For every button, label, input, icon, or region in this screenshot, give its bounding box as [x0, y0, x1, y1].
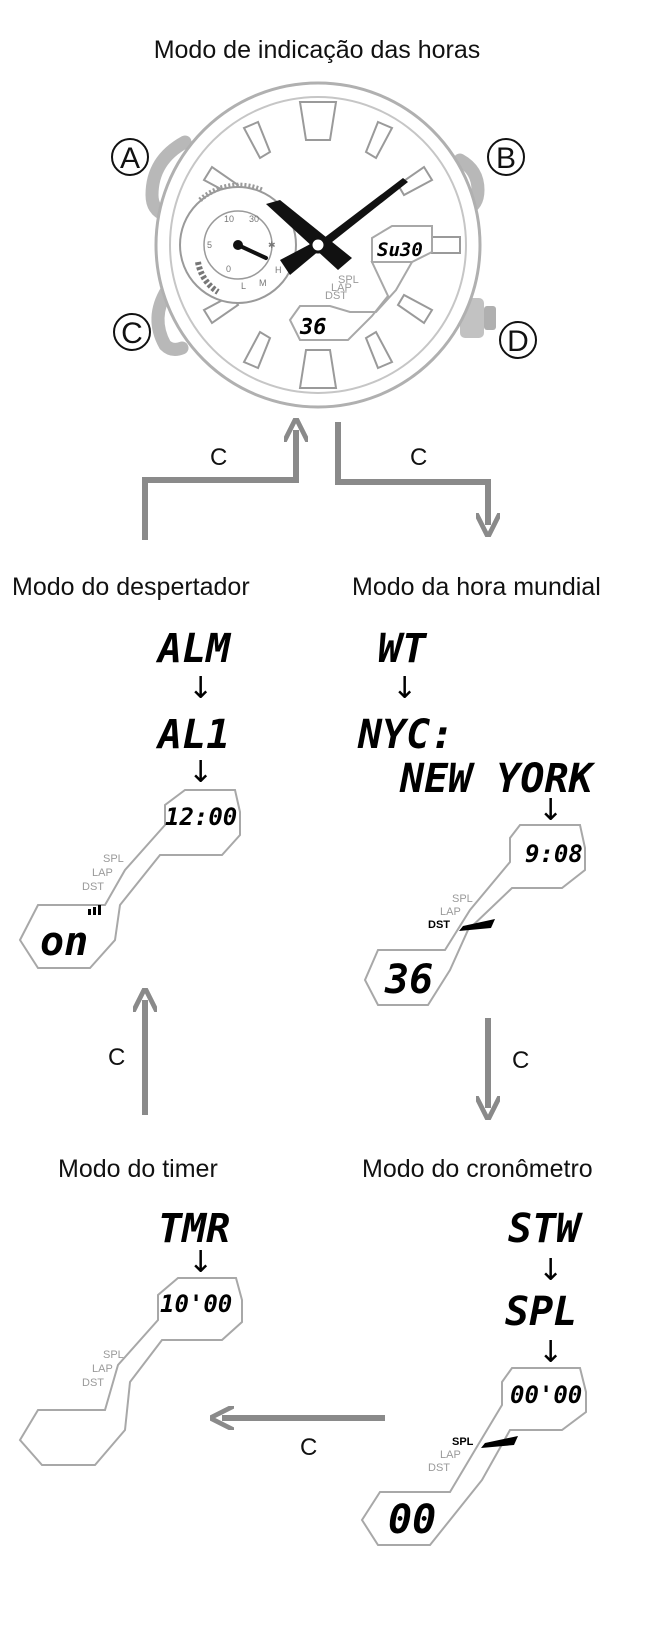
connector-label-c-5: C [108, 1044, 125, 1071]
stopwatch-mode-title: Modo do cronômetro [362, 1155, 593, 1183]
hand-tail [280, 240, 320, 275]
connector-label-c-3: C [512, 1047, 529, 1074]
world-time-lower-display: 36 [384, 957, 433, 1003]
crown-d-tip [484, 306, 496, 330]
timekeeping-upper-display: Su30 [377, 239, 423, 261]
stopwatch-display-outline [360, 1367, 587, 1546]
world-time-city-name: NEW YORK [399, 756, 596, 802]
alarm-arrow-1: ↓ [188, 671, 213, 706]
world-time-indicator-lap: LAP [440, 906, 461, 918]
button-label-a: A [111, 138, 149, 176]
svg-text:B: B [496, 142, 516, 175]
arrow-timekeeping-to-world-time [335, 422, 488, 525]
stopwatch-indicator-dst: DST [428, 1462, 450, 1474]
world-time-mode-title: Modo da hora mundial [352, 573, 601, 601]
timer-time: 10'00 [160, 1290, 232, 1318]
timer-code: TMR [158, 1206, 230, 1252]
subdial-power-scale [195, 261, 220, 295]
dst-active-marker [459, 919, 495, 931]
world-time-time: 9:08 [525, 840, 583, 868]
world-time-arrow-1: ↓ [392, 671, 417, 706]
svg-text:D: D [507, 325, 529, 358]
watch-indicator-lap: LAP [331, 282, 352, 294]
arrow-alarm-to-timekeeping [142, 430, 296, 540]
lower-digital-window [288, 261, 414, 341]
spl-active-marker [481, 1436, 518, 1448]
subdial-pivot [233, 240, 243, 250]
world-time-indicator-spl: SPL [452, 893, 473, 905]
world-time-mode-panel: WT ↓ NYC: NEW YORK ↓ 9:08 SPL LAP DST 36 [357, 626, 596, 1006]
alarm-mode-panel: ALM ↓ AL1 ↓ 12:00 SPL LAP DST on [18, 626, 241, 969]
button-label-d: D [499, 321, 537, 359]
subdial-number-5: 5 [207, 240, 212, 250]
stopwatch-indicator-spl: SPL [452, 1436, 474, 1448]
button-c-shape [151, 283, 189, 356]
alarm-display-outline [18, 789, 241, 969]
timer-indicator-dst: DST [82, 1377, 104, 1389]
stopwatch-arrow-2: ↓ [538, 1335, 563, 1370]
stopwatch-mode-panel: STW ↓ SPL ↓ 00'00 SPL LAP DST 00 [360, 1206, 587, 1546]
timer-display-outline [18, 1277, 243, 1466]
subdial-scale [198, 182, 264, 202]
alarm-indicator-dst: DST [82, 881, 104, 893]
stopwatch-time: 00'00 [510, 1381, 582, 1409]
stopwatch-code: STW [508, 1206, 583, 1252]
alarm-mode-title: Modo do despertador [12, 573, 250, 601]
timer-arrow: ↓ [188, 1245, 213, 1280]
watch-indicator-spl: SPL [338, 274, 359, 286]
hour-hand [266, 200, 352, 270]
watch-illustration: 10 30 5 0 L M H ✱ Su30 36 SPL LAP DST [145, 81, 496, 409]
timer-mode-title: Modo do timer [58, 1155, 218, 1183]
world-time-display-outline [363, 824, 586, 1006]
connector-label-c-2: C [410, 444, 427, 471]
world-time-city-code: NYC: [357, 712, 454, 758]
world-time-arrow-2: ↓ [538, 793, 563, 828]
connector-label-c-4: C [300, 1434, 317, 1461]
world-time-indicator-dst: DST [428, 919, 450, 931]
stopwatch-indicator-lap: LAP [440, 1449, 461, 1461]
timekeeping-mode-title: Modo de indicação das horas [154, 36, 481, 64]
timer-mode-panel: TMR ↓ 10'00 SPL LAP DST [18, 1206, 243, 1466]
minute-hand [316, 178, 408, 250]
subdial-number-0: 0 [226, 264, 231, 274]
svg-text:A: A [120, 142, 140, 175]
stopwatch-lower-display: 00 [388, 1497, 436, 1543]
stopwatch-arrow-1: ↓ [538, 1253, 563, 1288]
subdial-hand [236, 243, 268, 260]
bluetooth-icon: ✱ [268, 240, 276, 250]
button-label-b: B [487, 138, 525, 176]
alarm-status: on [40, 919, 88, 965]
alarm-sound-icon [88, 905, 101, 915]
watch-indicator-dst: DST [325, 290, 347, 302]
alarm-arrow-2: ↓ [188, 755, 213, 790]
subdial-number-10: 10 [224, 214, 234, 224]
alarm-code: ALM [155, 626, 232, 672]
alarm-indicator-spl: SPL [103, 853, 124, 865]
alarm-time: 12:00 [165, 803, 237, 831]
subdial-label-m: M [259, 278, 267, 288]
alarm-indicator-lap: LAP [92, 867, 113, 879]
subdial-label-h: H [275, 265, 282, 275]
button-label-c: C [113, 313, 151, 351]
timer-indicator-lap: LAP [92, 1363, 113, 1375]
subdial-number-30: 30 [249, 214, 259, 224]
connector-label-c-1: C [210, 444, 227, 471]
hand-pivot [309, 236, 327, 254]
svg-text:C: C [121, 317, 143, 350]
world-time-code: WT [378, 626, 428, 672]
alarm-sub: AL1 [155, 712, 230, 758]
stopwatch-sub: SPL [505, 1289, 577, 1335]
timer-indicator-spl: SPL [103, 1349, 124, 1361]
timekeeping-lower-display: 36 [299, 315, 327, 340]
subdial-label-l: L [241, 281, 246, 291]
